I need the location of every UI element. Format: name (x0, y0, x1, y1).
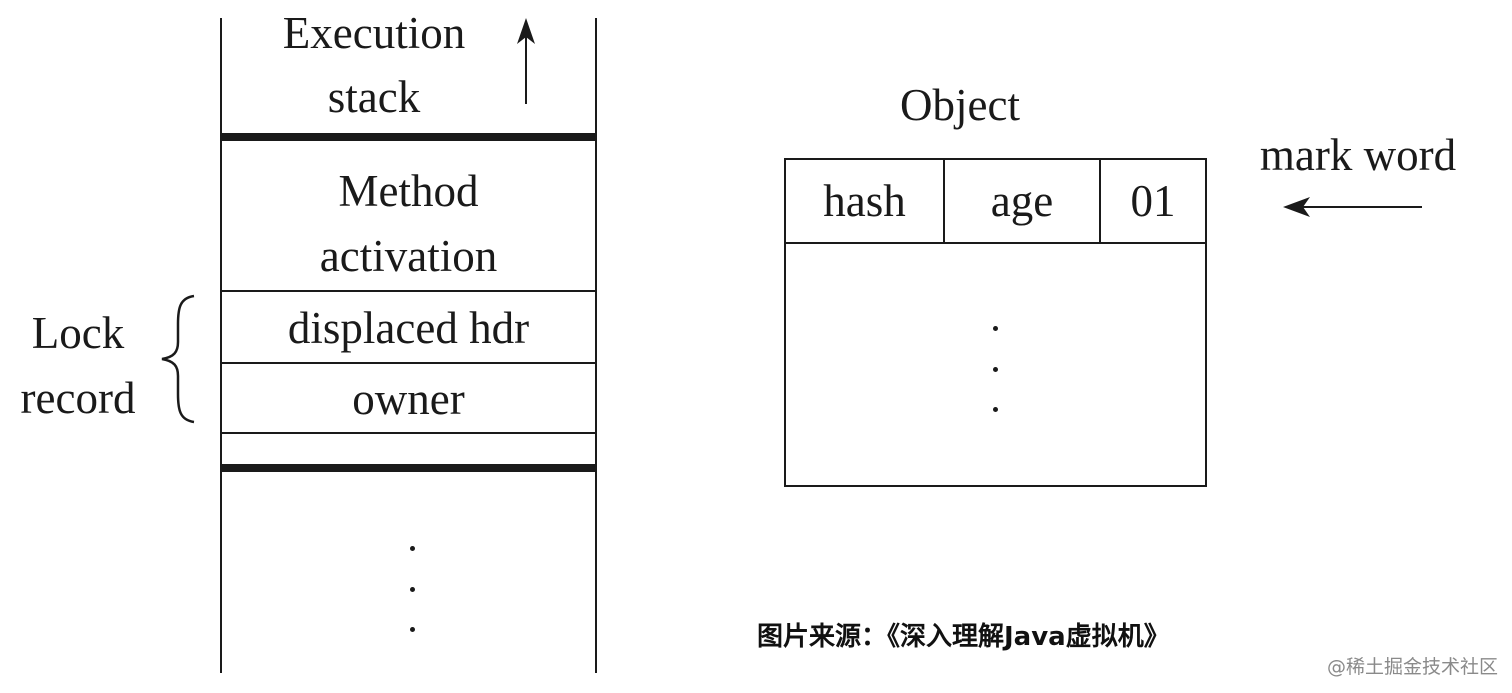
stack-bottom-divider (220, 464, 597, 472)
stack-header-line1: Execution (282, 8, 466, 58)
lock-flag-cell: 01 (1130, 176, 1176, 226)
mark-word-row: hash age 01 (786, 160, 1205, 244)
stack-right-border (595, 18, 597, 673)
lock-record-line1: Lock (31, 308, 125, 358)
mark-word-label: mark word (1259, 130, 1457, 180)
age-cell: age (945, 160, 1101, 242)
lock-record-line2: record (20, 373, 136, 423)
ellipsis-dot (409, 546, 415, 551)
displaced-hdr-cell: displaced hdr (287, 303, 530, 353)
stack-ellipsis (407, 546, 417, 632)
stack-growth-up-arrow-icon (517, 18, 535, 104)
watermark: @稀土掘金技术社区 (1326, 656, 1498, 678)
ellipsis-dot (992, 366, 998, 372)
ellipsis-dot (992, 407, 998, 412)
method-activation-line2: activation (319, 231, 498, 281)
curly-brace-icon (161, 294, 195, 424)
method-activation-line1: Method (338, 166, 479, 216)
stack-header-line2: stack (327, 72, 421, 122)
left-arrow-icon (1283, 197, 1422, 217)
object-ellipsis (990, 326, 1000, 412)
owner-cell: owner (352, 374, 465, 424)
ellipsis-dot (409, 586, 415, 592)
object-title: Object (900, 80, 1020, 130)
stack-divider-3 (220, 432, 597, 434)
ellipsis-dot (992, 326, 998, 331)
stack-left-border (220, 18, 222, 673)
ellipsis-dot (409, 627, 415, 632)
stack-top-divider (220, 133, 597, 141)
object-box: hash age 01 (784, 158, 1207, 487)
hash-cell: hash (786, 160, 945, 242)
image-source-caption: 图片来源：《深入理解Java虚拟机》 (757, 622, 1170, 652)
stack-divider-2 (220, 362, 597, 364)
stack-divider-1 (220, 290, 597, 292)
